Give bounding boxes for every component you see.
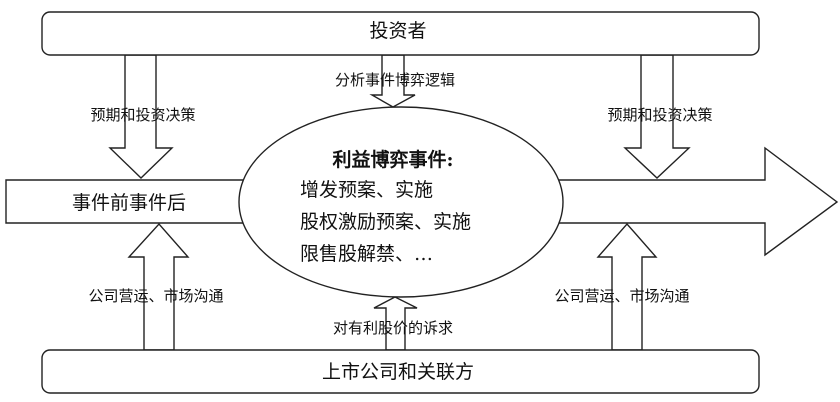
event-title: 利益博弈事件: [332, 148, 453, 171]
arrow-down-right [623, 54, 691, 179]
company-label: 上市公司和关联方 [322, 361, 474, 383]
event-line-2: 股权激励预案、实施 [300, 211, 471, 233]
label-bottom-center: 对有利股价的诉求 [333, 319, 453, 337]
investor-label: 投资者 [369, 20, 426, 42]
arrow-up-left [127, 222, 190, 351]
arrow-down-center [369, 54, 416, 108]
event-line-3: 限售股解禁、… [300, 243, 433, 265]
label-bottom-left: 公司营运、市场沟通 [88, 287, 223, 305]
event-line-1: 增发预案、实施 [300, 179, 433, 201]
investor-box [41, 11, 760, 56]
arrow-down-left [108, 54, 174, 179]
arrow-up-right [596, 222, 658, 351]
arrow-up-center [373, 296, 418, 351]
label-bottom-right: 公司营运、市场沟通 [554, 287, 689, 305]
label-top-center: 分析事件博弈逻辑 [335, 71, 455, 89]
label-top-left: 预期和投资决策 [90, 106, 195, 124]
company-box [41, 349, 760, 394]
label-top-right: 预期和投资决策 [607, 106, 712, 124]
timeline-label: 事件前事件后 [72, 192, 186, 214]
event-ellipse [238, 106, 564, 298]
